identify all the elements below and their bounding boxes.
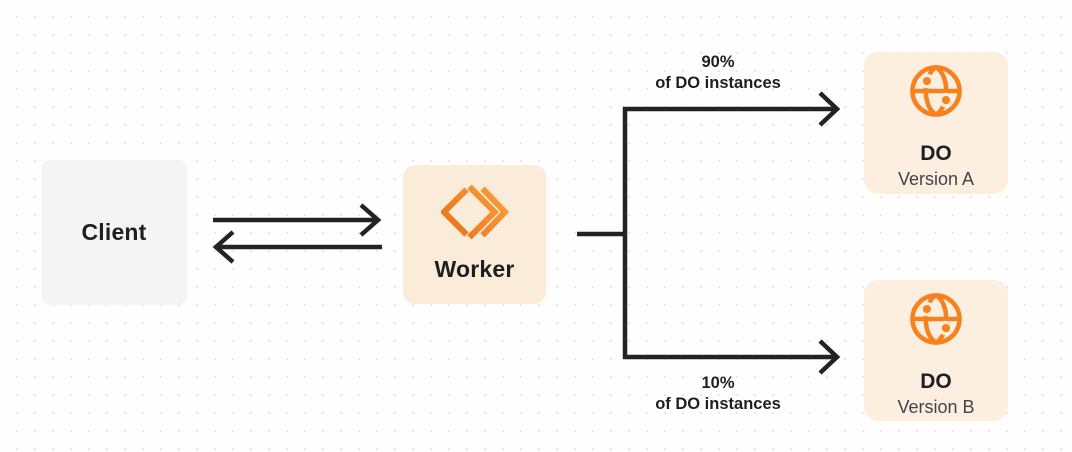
workers-logo-icon xyxy=(440,184,509,240)
split-bottom-caption: of DO instances xyxy=(655,395,781,413)
do-b-subtitle: Version B xyxy=(897,397,975,417)
split-bottom-percent: 10% xyxy=(701,374,735,392)
globe-icon xyxy=(910,65,962,117)
do-a-title: DO xyxy=(920,142,952,165)
client-node: Client xyxy=(41,160,187,305)
split-bottom-label: 10% of DO instances xyxy=(630,373,806,415)
split-top-label: 90% of DO instances xyxy=(630,52,806,94)
split-top-percent: 90% xyxy=(701,53,735,71)
worker-to-client-arrow xyxy=(212,230,382,264)
worker-split-connector xyxy=(577,91,841,375)
globe-icon xyxy=(910,293,962,345)
do-version-b-node: DO Version B xyxy=(864,280,1008,421)
do-version-a-node: DO Version A xyxy=(864,52,1008,194)
do-b-title: DO xyxy=(920,370,952,393)
do-a-subtitle: Version A xyxy=(897,169,975,189)
split-top-caption: of DO instances xyxy=(655,74,781,92)
client-label: Client xyxy=(81,219,147,245)
worker-label: Worker xyxy=(434,256,515,282)
client-to-worker-arrow xyxy=(213,203,382,237)
worker-node: Worker xyxy=(403,165,546,304)
